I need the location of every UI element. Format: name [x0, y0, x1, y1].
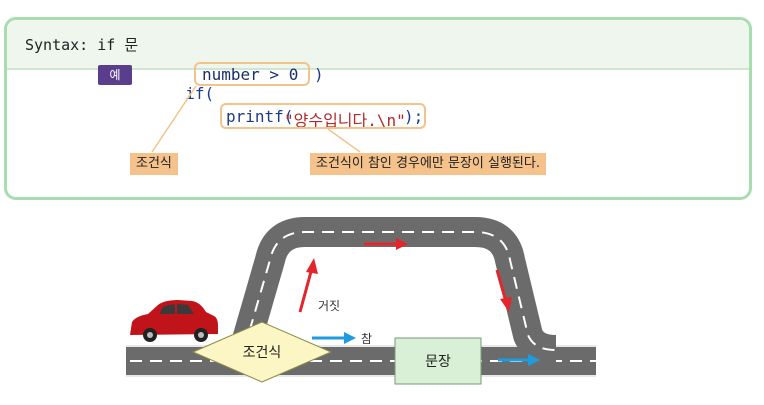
loop-road [229, 217, 557, 365]
code-if-keyword: if( [185, 84, 215, 103]
red-arrow-right-icon [364, 238, 408, 250]
blue-arrow-true-icon [312, 332, 356, 344]
code-printf: printf( [226, 107, 294, 126]
red-arrow-down-icon [495, 269, 512, 312]
condition-diamond [191, 321, 333, 383]
statement-box-label: 문장 [425, 354, 451, 370]
code-string: "양수입니다.\n" [284, 111, 406, 130]
code-end: ); [404, 107, 424, 126]
blue-arrow-exit-icon [498, 354, 540, 366]
syntax-title: Syntax: if 문 [25, 36, 139, 54]
statement-frame [220, 103, 426, 129]
condition-frame [194, 62, 310, 86]
condition-diamond-label: 조건식 [243, 345, 282, 361]
code-line-if: if( [166, 65, 214, 103]
statement-annotation: 조건식이 참인 경우에만 문장이 실행된다. [310, 153, 546, 175]
example-badge: 예 [98, 65, 132, 85]
red-arrow-up-icon [298, 258, 318, 313]
code-close-paren: ) [314, 65, 324, 84]
annotation-connectors [151, 85, 361, 153]
code-condition: number > 0 [202, 65, 299, 84]
condition-annotation: 조건식 [130, 153, 178, 175]
statement-connector [327, 128, 361, 153]
syntax-header: Syntax: if 문 [7, 20, 749, 70]
true-label: 참 [361, 332, 372, 346]
condition-connector [151, 85, 197, 153]
car-icon [130, 300, 218, 342]
statement-box [394, 337, 482, 385]
false-label: 거짓 [318, 299, 340, 313]
